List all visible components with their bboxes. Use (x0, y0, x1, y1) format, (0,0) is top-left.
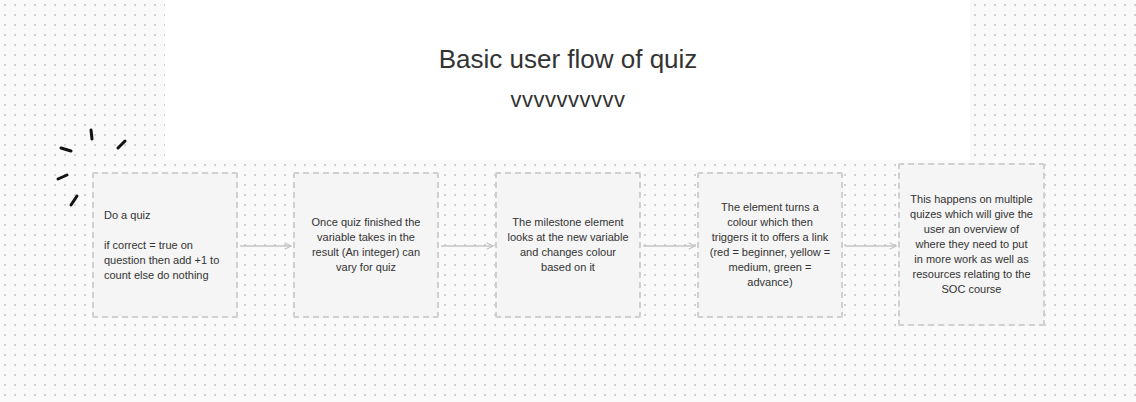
process-box: The element turns a colour which then tr… (697, 172, 843, 318)
flow-arrow (845, 245, 896, 247)
title-backdrop (165, 0, 970, 160)
box-text: The element turns a colour which then tr… (709, 200, 831, 290)
box-text: if correct = true on question then add +… (104, 238, 226, 283)
title-decoration: vvvvvvvvvv (0, 86, 1136, 114)
box-text: Do a quiz (104, 208, 226, 223)
box-text: This happens on multiple quizes which wi… (910, 192, 1033, 297)
flow-arrow (441, 245, 493, 247)
box-text: The milestone element looks at the new v… (507, 215, 629, 275)
process-box: This happens on multiple quizes which wi… (898, 163, 1045, 326)
process-box: Do a quiz if correct = true on question t… (92, 172, 238, 318)
flow-arrow (240, 245, 291, 247)
box-text: Once quiz finished the variable takes in… (305, 215, 427, 275)
process-box: Once quiz finished the variable takes in… (293, 172, 439, 318)
process-box: The milestone element looks at the new v… (495, 172, 641, 318)
diagram-title: Basic user flow of quiz (0, 42, 1136, 76)
flow-arrow (643, 245, 695, 247)
